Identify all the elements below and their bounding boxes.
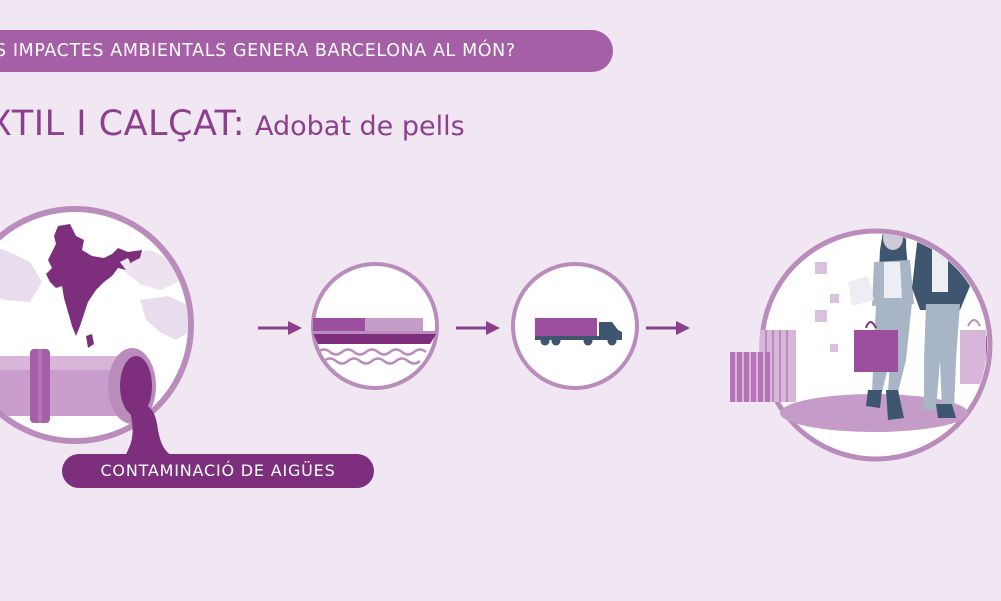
origin-globe <box>0 206 352 486</box>
sector-heading: XTIL I CALÇAT: Adobat de pells <box>0 104 465 144</box>
question-banner-text: S IMPACTES AMBIENTALS GENERA BARCELONA A… <box>0 41 516 61</box>
store-boxes <box>730 330 796 402</box>
shopping-bag-icon <box>848 276 874 306</box>
landmass-shape <box>140 296 188 340</box>
landmass-shape <box>0 240 42 302</box>
arrow-right-icon <box>646 321 690 335</box>
pipe-joint-line <box>38 349 42 423</box>
waves-icon <box>317 348 427 365</box>
sector-subtitle: Adobat de pells <box>255 111 465 142</box>
floor-shadow <box>780 394 968 432</box>
sea-transport-step <box>311 262 439 390</box>
road-transport-step <box>511 262 639 390</box>
bangladesh-shape <box>120 258 132 270</box>
impact-label: CONTAMINACIÓ DE AIGÜES <box>62 454 374 488</box>
impact-label-text: CONTAMINACIÓ DE AIGÜES <box>100 461 336 480</box>
sri-lanka-shape <box>86 334 94 348</box>
shopping-bag-icon <box>960 319 987 384</box>
arrow-right-icon <box>258 321 302 335</box>
arrow-right-icon <box>456 321 500 335</box>
sector-title: XTIL I CALÇAT: <box>0 104 246 144</box>
consumer-step <box>730 228 993 462</box>
pipe-opening <box>120 356 152 416</box>
question-banner: S IMPACTES AMBIENTALS GENERA BARCELONA A… <box>0 30 613 72</box>
decorative-squares <box>815 262 839 352</box>
truck-icon <box>535 318 622 346</box>
flow-arrows <box>258 321 690 335</box>
landmass-shape <box>2 255 20 272</box>
cargo-ship-icon <box>312 318 438 344</box>
shopping-bag-icon <box>854 321 898 372</box>
india-map-icon <box>46 224 142 336</box>
